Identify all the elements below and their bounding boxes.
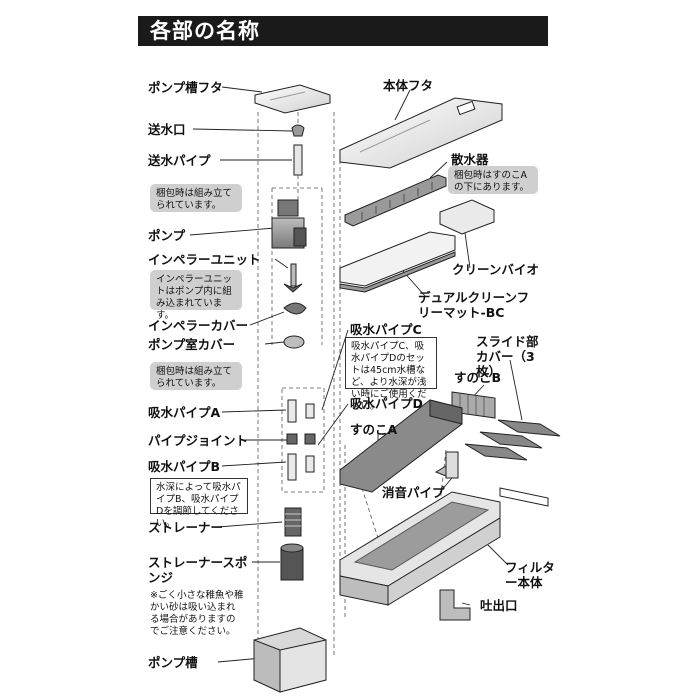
label-sprinkler: 散水器 — [451, 152, 489, 167]
impeller-cover-part — [283, 302, 307, 315]
dual-mat-part — [339, 231, 456, 293]
note-impeller: インペラーユニットはポンプ内に組み込まれています。 — [150, 270, 242, 321]
label-pump-lid: ポンプ槽フタ — [148, 80, 223, 95]
pipe-joints-part — [286, 433, 316, 445]
label-outlet-pipe: 送水パイプ — [148, 153, 211, 168]
label-clean-bio: クリーンバイオ — [452, 262, 539, 277]
intake-pipes-part — [287, 399, 315, 481]
label-sunoko-a: すのこA — [350, 422, 398, 437]
page-title: 各部の名称 — [138, 16, 548, 46]
outlet-pipe-part — [293, 144, 303, 176]
label-body-lid: 本体フタ — [383, 78, 434, 93]
note-sprinkler: 梱包時はすのこAの下にあります。 — [448, 166, 538, 194]
label-strainer: ストレーナー — [148, 520, 224, 535]
note-pipe-cd: 吸水パイプC、吸水パイプDのセットは45cm水槽など、より水深が浅い時にご使用く… — [345, 337, 437, 412]
label-impeller-cover: インペラーカバー — [148, 318, 249, 333]
note-depth: 水深によって吸水パイプB、吸水パイプDを調節してください。 — [150, 478, 248, 529]
pump-tank-part — [253, 627, 327, 693]
slide-covers-part — [464, 419, 561, 461]
label-intake-pipe-a: 吸水パイプA — [148, 405, 221, 420]
note-packed-1: 梱包時は組み立てられています。 — [150, 184, 242, 212]
sunoko-b-part — [451, 391, 496, 419]
pump-tank-lid-part — [254, 84, 331, 114]
strainer-sponge-part — [280, 543, 304, 581]
label-intake-pipe-c: 吸水パイプC — [350, 322, 422, 337]
label-pump-room-cover: ポンプ室カバー — [148, 337, 236, 352]
outlet-port-part — [291, 124, 305, 137]
label-pump: ポンプ — [148, 228, 186, 243]
assembly-guide-lines — [257, 112, 447, 655]
silencer-pipe-part — [434, 451, 459, 479]
label-slide-cover: スライド部カバー（3枚） — [476, 334, 539, 379]
label-impeller-unit: インペラーユニット — [148, 252, 261, 267]
label-intake-pipe-d: 吸水パイプD — [350, 396, 423, 411]
note-packed-2: 梱包時は組み立てられています。 — [150, 362, 242, 390]
clean-bio-part — [439, 199, 495, 235]
label-strainer-sponge: ストレーナースポンジ — [148, 555, 248, 585]
discharge-port-part — [439, 589, 471, 621]
label-silencer-pipe: 消音パイプ — [382, 485, 445, 500]
sunoko-a-part — [339, 399, 463, 493]
sprinkler-part — [344, 174, 447, 227]
label-outlet-port: 送水口 — [148, 122, 186, 137]
label-discharge-port: 吐出口 — [480, 598, 518, 613]
strainer-part — [284, 507, 302, 537]
label-dual-mat: デュアルクリーンフリーマット-BC — [418, 290, 530, 320]
label-intake-pipe-b: 吸水パイプB — [148, 459, 221, 474]
note-sponge: ※ごく小さな稚魚や稚かい砂は吸い込まれる場合がありますのでご注意ください。 — [150, 590, 244, 637]
body-lid-part — [339, 97, 503, 169]
label-pipe-joint: パイプジョイント — [148, 433, 249, 448]
impeller-unit-part — [283, 263, 303, 293]
label-pump-tank: ポンプ槽 — [148, 655, 198, 670]
filter-body-part — [339, 487, 549, 606]
label-filter-body: フィルター本体 — [505, 560, 555, 590]
label-sunoko-b: すのこB — [454, 370, 502, 385]
pump-part — [271, 199, 307, 249]
pump-room-cover-part — [283, 335, 305, 349]
